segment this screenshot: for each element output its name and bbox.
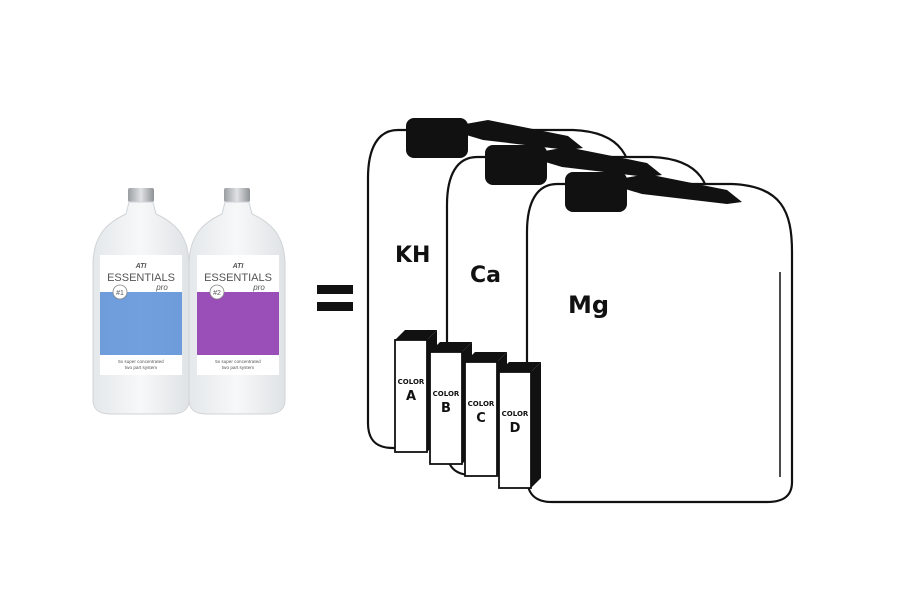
- color-box-d: COLOR D: [498, 362, 541, 489]
- canister-label: KH: [395, 243, 430, 268]
- equals-sign: [317, 285, 353, 311]
- brand: ATI: [135, 263, 148, 270]
- handle-icon: [522, 147, 662, 177]
- box-word: COLOR: [433, 390, 460, 398]
- handle-icon: [443, 120, 583, 150]
- canister-mg: Mg: [525, 172, 794, 504]
- box-word: COLOR: [468, 400, 495, 408]
- box-letter: A: [406, 389, 416, 404]
- cap-icon: [406, 118, 468, 158]
- handle-icon: [602, 174, 742, 204]
- box-word: COLOR: [398, 378, 425, 386]
- bottle-photo: [197, 292, 279, 355]
- product-sub: pro: [155, 283, 168, 292]
- product-sub: pro: [252, 283, 265, 292]
- bottle-tagline: 5x super concentrated: [215, 359, 261, 364]
- bottle-tagline-2: two part system: [222, 365, 254, 370]
- bottle-number: #1: [116, 290, 124, 297]
- box-letter: D: [510, 421, 521, 436]
- box-word: COLOR: [502, 410, 529, 418]
- box-letter: C: [476, 411, 486, 426]
- bottle-tagline-2: two part system: [125, 365, 157, 370]
- box-letter: B: [441, 401, 451, 416]
- bottle-1: ATI ESSENTIALS pro #1 5x super concentra…: [92, 188, 190, 415]
- color-boxes: COLOR A COLOR B COLOR C COLOR D: [394, 330, 541, 489]
- canister-label: Ca: [470, 263, 501, 288]
- canister-label: Mg: [568, 291, 609, 319]
- product-name: ESSENTIALS: [107, 272, 175, 284]
- bottle-cap: [224, 188, 250, 202]
- product-name: ESSENTIALS: [204, 272, 272, 284]
- cap-icon: [565, 172, 627, 212]
- brand: ATI: [232, 263, 245, 270]
- bottle-cap: [128, 188, 154, 202]
- bottle-tagline: 5x super concentrated: [118, 359, 164, 364]
- bottle-2: ATI ESSENTIALS pro #2 5x super concentra…: [188, 188, 286, 415]
- bottle-number: #2: [213, 290, 221, 297]
- cap-icon: [485, 145, 547, 185]
